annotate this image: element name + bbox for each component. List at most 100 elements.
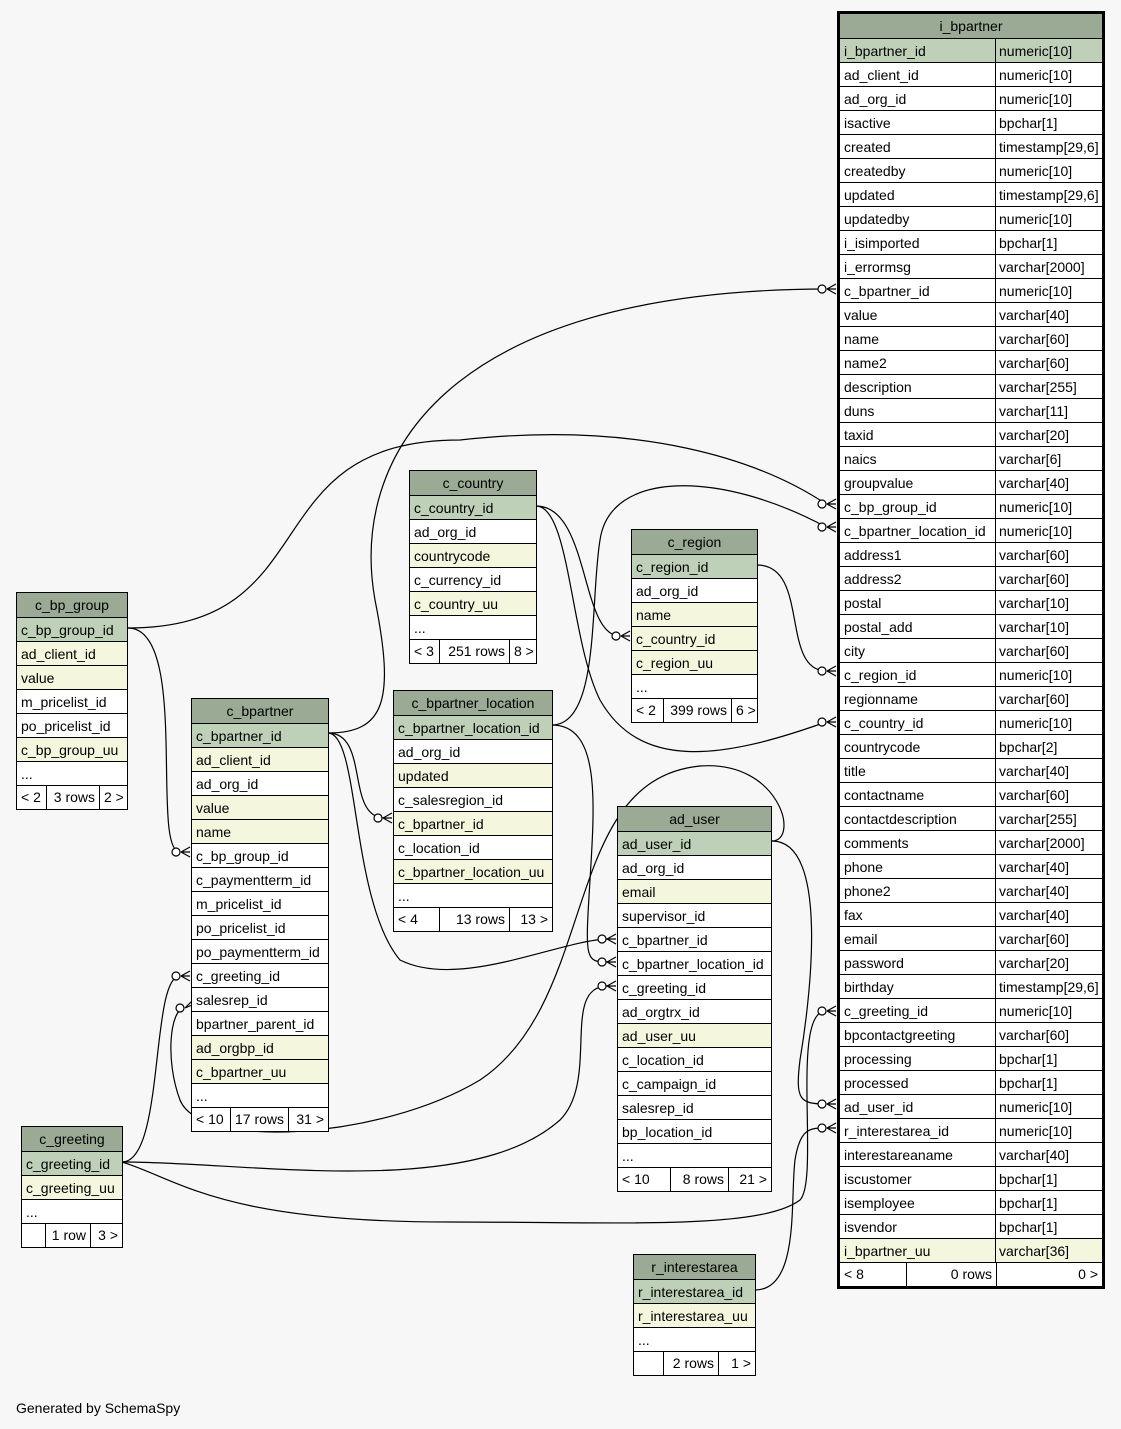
table-title[interactable]: ad_user [618,807,771,832]
table-title[interactable]: c_bpartner [192,699,328,724]
column-row-c-bp-group-id[interactable]: c_bp_group_id [192,844,328,868]
column-row-c-salesregion-id[interactable]: c_salesregion_id [394,788,552,812]
column-row-ad-orgbp-id[interactable]: ad_orgbp_id [192,1036,328,1060]
column-row-value[interactable]: value [192,796,328,820]
column-row-c-bpartner-uu[interactable]: c_bpartner_uu [192,1060,328,1084]
table-title[interactable]: r_interestarea [634,1255,755,1280]
parents-count-link[interactable]: < 2 [636,702,656,718]
column-row-r-interestarea-uu[interactable]: r_interestarea_uu [634,1304,755,1328]
children-count-link[interactable]: 2 > [99,786,127,809]
more-columns-row[interactable]: ... [394,884,552,908]
parents-count-link[interactable] [634,1352,663,1375]
more-columns-row[interactable]: ... [192,1084,328,1108]
column-row-po-pricelist-id[interactable]: po_pricelist_id [17,714,127,738]
column-row-po-pricelist-id[interactable]: po_pricelist_id [192,916,328,940]
more-columns-row[interactable]: ... [410,616,536,640]
parents-count-link[interactable]: < 10 [622,1171,650,1187]
column-row-countrycode[interactable]: countrycode [410,544,536,568]
column-row-c-bpartner-id[interactable]: c_bpartner_id [394,812,552,836]
column-row-c-currency-id[interactable]: c_currency_id [410,568,536,592]
column-row-ad-user-uu[interactable]: ad_user_uu [618,1024,771,1048]
column-row-c-campaign-id[interactable]: c_campaign_id [618,1072,771,1096]
more-columns-row[interactable]: ... [632,675,757,699]
column-row-c-location-id[interactable]: c_location_id [394,836,552,860]
table-title[interactable]: c_bp_group [17,593,127,618]
parents-count-link[interactable] [22,1224,45,1247]
parents-count-link[interactable]: < 10 [196,1111,224,1127]
column-row-c-bp-group-id[interactable]: c_bp_group_id [17,618,127,642]
column-row-email[interactable]: email [618,880,771,904]
column-row-c-country-id[interactable]: c_country_id [410,496,536,520]
children-count-link[interactable]: 0 > [996,1263,1102,1286]
column-row-c-greeting-id[interactable]: c_greeting_id [618,976,771,1000]
parents-count-link[interactable]: < 2 [21,789,41,805]
column-row-c-bpartner-id[interactable]: c_bpartner_id [618,928,771,952]
children-count-link[interactable]: 21 > [728,1168,771,1191]
column-row-c-region-id[interactable]: c_region_id [632,555,757,579]
table-title[interactable]: c_greeting [22,1127,122,1152]
column-row-c-bpartner-location-id[interactable]: c_bpartner_location_id [618,952,771,976]
column-row-value[interactable]: value [17,666,127,690]
column-row-c-region-uu[interactable]: c_region_uu [632,651,757,675]
column-row-c-greeting-id[interactable]: c_greeting_id [192,964,328,988]
table-title[interactable]: c_country [410,471,536,496]
column-row-r-interestarea-id[interactable]: r_interestarea_id [634,1280,755,1304]
column-row-ad-org-id[interactable]: ad_org_id [618,856,771,880]
column-row-c-paymentterm-id[interactable]: c_paymentterm_id [192,868,328,892]
column-row-salesrep-id[interactable]: salesrep_id [618,1096,771,1120]
parents-count-link[interactable]: < 3 [414,643,434,659]
column-row-salesrep-id[interactable]: salesrep_id [192,988,328,1012]
column-row-m-pricelist-id[interactable]: m_pricelist_id [17,690,127,714]
column-row-c-bpartner-id[interactable]: c_bpartner_id [192,724,328,748]
column-row-updated[interactable]: updated [394,764,552,788]
parents-count-link[interactable]: < 8 [844,1266,864,1282]
more-columns-row[interactable]: ... [634,1328,755,1352]
column-row-c-greeting-uu[interactable]: c_greeting_uu [22,1176,122,1200]
column-row-ad-orgtrx-id[interactable]: ad_orgtrx_id [618,1000,771,1024]
column-row-c-bpartner-location-uu[interactable]: c_bpartner_location_uu [394,860,552,884]
column-row-ad-org-id[interactable]: ad_org_id [394,740,552,764]
